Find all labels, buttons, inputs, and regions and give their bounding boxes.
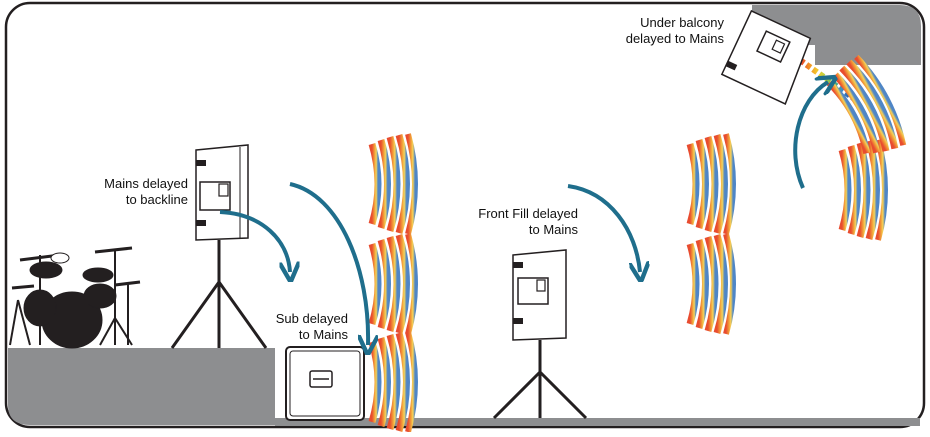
under-balcony-label-line-2: delayed to Mains bbox=[625, 31, 724, 46]
balcony bbox=[752, 5, 921, 65]
under-balcony-label-line-1: Under balcony bbox=[640, 15, 724, 30]
main-speaker-icon bbox=[195, 144, 249, 241]
sub-label: Sub delayed to Mains bbox=[240, 311, 348, 343]
audience-floor bbox=[275, 418, 920, 426]
frame-border bbox=[4, 1, 926, 429]
front-fill-label: Front Fill delayed to Mains bbox=[440, 206, 578, 238]
subwoofer-icon bbox=[285, 346, 365, 421]
under-balcony-label: Under balcony delayed to Mains bbox=[592, 15, 724, 47]
mains-label-line-1: Mains delayed bbox=[104, 176, 188, 191]
under-balcony-speaker-icon bbox=[720, 9, 812, 105]
mains-label-line-2: to backline bbox=[125, 192, 188, 207]
front-fill-speaker-icon bbox=[512, 249, 567, 341]
stage-floor bbox=[8, 348, 275, 425]
sub-label-line-2: to Mains bbox=[298, 327, 348, 342]
tripod-stand-icon bbox=[170, 240, 268, 349]
sub-label-line-1: Sub delayed bbox=[275, 311, 348, 326]
front-fill-label-line-2: to Mains bbox=[528, 222, 578, 237]
drum-kit-icon bbox=[9, 246, 141, 349]
delay-arrow-icon bbox=[219, 82, 828, 345]
mains-label: Mains delayed to backline bbox=[60, 176, 188, 208]
front-fill-label-line-1: Front Fill delayed bbox=[478, 206, 578, 221]
tripod-stand-icon bbox=[492, 340, 588, 420]
